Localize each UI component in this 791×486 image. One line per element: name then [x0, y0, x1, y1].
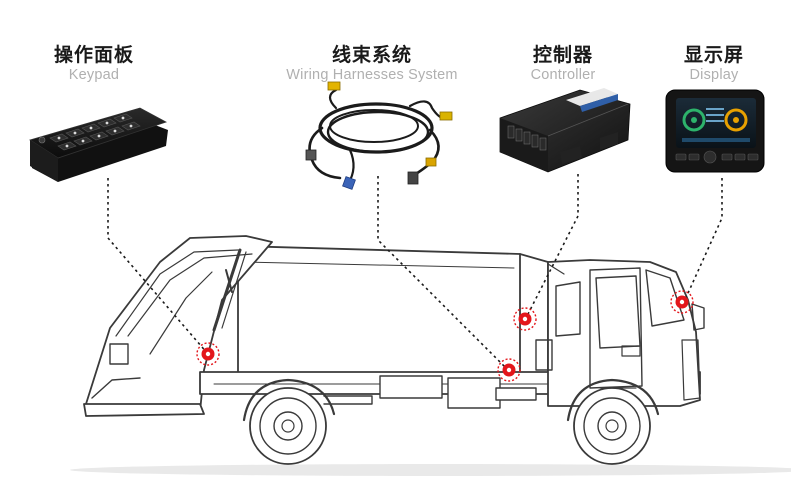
- controller-product-image: [499, 88, 631, 173]
- display-title: 显示屏 Display: [604, 44, 791, 84]
- keypad-connector-line: [107, 178, 209, 355]
- garbage-truck-illustration: [70, 235, 791, 476]
- keypad-product-image: [29, 107, 168, 182]
- display-product-image: [665, 89, 765, 173]
- display-title-en: Display: [689, 67, 739, 83]
- controller-title-zh: 控制器: [532, 44, 593, 66]
- harness-location-marker: [497, 358, 521, 382]
- controller-title-en: Controller: [530, 67, 596, 83]
- keypad-location-marker: [196, 342, 220, 366]
- controller-connector-line: [525, 174, 579, 319]
- display-title-zh: 显示屏: [683, 44, 744, 66]
- display-connector-line: [683, 178, 723, 303]
- harness-title: 线束系统 Wiring Harnesses System: [262, 44, 482, 84]
- wiring-harness-product-image: [305, 81, 453, 190]
- keypad-title-en: Keypad: [68, 67, 120, 83]
- display-location-marker: [670, 290, 694, 314]
- keypad-title-zh: 操作面板: [53, 44, 134, 66]
- harness-title-en: Wiring Harnesses System: [286, 67, 458, 83]
- controller-location-marker: [513, 307, 537, 331]
- keypad-title: 操作面板 Keypad: [0, 44, 204, 84]
- harness-connector-line: [377, 176, 509, 371]
- controller-title: 控制器 Controller: [453, 44, 673, 84]
- connector-lines: [107, 174, 723, 371]
- harness-title-zh: 线束系统: [331, 44, 412, 66]
